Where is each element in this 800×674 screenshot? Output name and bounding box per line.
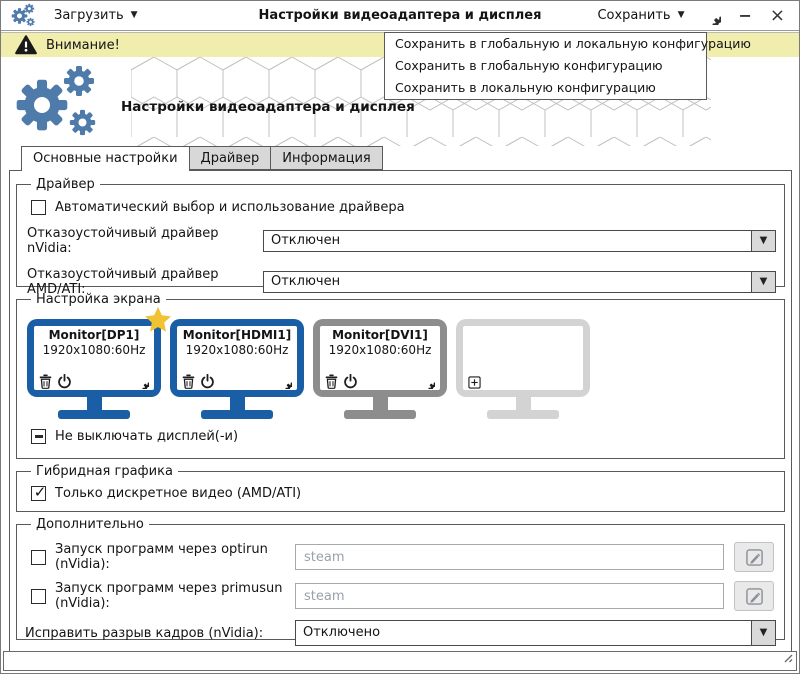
power-monitor-icon[interactable] bbox=[200, 374, 215, 389]
monitor-settings-icon[interactable] bbox=[421, 375, 435, 389]
monitor-card-dp1[interactable]: Monitor[DP1] 1920x1080:60Hz bbox=[27, 319, 161, 419]
monitor-name: Monitor[DP1] bbox=[48, 328, 140, 342]
add-monitor-icon[interactable] bbox=[468, 376, 481, 389]
tearing-label: Исправить разрыв кадров (nVidia): bbox=[25, 625, 264, 641]
auto-driver-label: Автоматический выбор и использование дра… bbox=[55, 200, 405, 215]
minimize-button[interactable]: − bbox=[738, 5, 752, 25]
optirun-label: Запуск программ через optirun (nVidia): bbox=[55, 542, 268, 572]
menu-item-save-local[interactable]: Сохранить в локальную конфигурацию bbox=[395, 80, 656, 95]
primusun-label: Запуск программ через primusun (nVidia): bbox=[55, 581, 283, 611]
menu-item-save-global[interactable]: Сохранить в глобальную конфигурацию bbox=[395, 58, 663, 73]
monitor-mode: 1920x1080:60Hz bbox=[328, 343, 432, 357]
hybrid-group-title: Гибридная графика bbox=[36, 464, 173, 479]
power-monitor-icon[interactable] bbox=[57, 374, 72, 389]
load-button[interactable]: Загрузить ▼ bbox=[54, 8, 138, 23]
save-button-label: Сохранить bbox=[597, 8, 671, 23]
keep-displays-on-checkbox[interactable] bbox=[31, 429, 46, 444]
auto-driver-checkbox[interactable] bbox=[31, 200, 46, 215]
monitor-name: Monitor[DVI1] bbox=[332, 328, 428, 342]
resize-grip[interactable] bbox=[781, 651, 793, 667]
monitor-card-hdmi1[interactable]: Monitor[HDMI1] 1920x1080:60Hz bbox=[170, 319, 304, 419]
delete-monitor-icon[interactable] bbox=[39, 374, 52, 389]
delete-monitor-icon[interactable] bbox=[325, 374, 338, 389]
chevron-down-icon: ▼ bbox=[130, 10, 138, 20]
app-gears-icon bbox=[11, 3, 38, 28]
title-bar: Загрузить ▼ Настройки видеоадаптера и ди… bbox=[1, 1, 799, 31]
tearing-value: Отключено bbox=[303, 625, 381, 640]
monitor-frame: Monitor[HDMI1] 1920x1080:60Hz bbox=[170, 319, 304, 397]
chevron-down-icon: ▼ bbox=[677, 10, 685, 20]
settings-gear-icon[interactable] bbox=[703, 7, 721, 25]
screen-group: Настройка экрана Monitor[DP1] 1920x1080:… bbox=[16, 292, 785, 459]
header-gears-icon bbox=[13, 65, 109, 143]
optirun-command-input[interactable] bbox=[295, 544, 724, 570]
discrete-only-checkbox[interactable] bbox=[31, 486, 46, 501]
tearing-select[interactable]: Отключено ▼ bbox=[295, 620, 776, 646]
tab-main-settings[interactable]: Основные настройки bbox=[21, 146, 190, 171]
nvidia-failsafe-value: Отключен bbox=[271, 233, 341, 248]
dropdown-arrow-button[interactable]: ▼ bbox=[751, 231, 775, 251]
monitor-name: Monitor[HDMI1] bbox=[182, 328, 292, 342]
optirun-edit-button[interactable] bbox=[734, 542, 774, 572]
additional-group: Дополнительно Запуск программ через opti… bbox=[16, 517, 785, 646]
primusun-edit-button[interactable] bbox=[734, 581, 774, 611]
chevron-down-icon: ▼ bbox=[759, 276, 768, 287]
chevron-down-icon: ▼ bbox=[759, 235, 768, 246]
chevron-down-icon: ▼ bbox=[759, 627, 768, 638]
discrete-only-label: Только дискретное видео (AMD/ATI) bbox=[55, 486, 302, 501]
status-bar bbox=[3, 651, 797, 671]
hybrid-graphics-group: Гибридная графика Только дискретное виде… bbox=[16, 464, 785, 512]
nvidia-failsafe-select[interactable]: Отключен ▼ bbox=[263, 230, 776, 252]
monitor-card-dvi1[interactable]: Monitor[DVI1] 1920x1080:60Hz bbox=[313, 319, 447, 419]
monitor-list: Monitor[DP1] 1920x1080:60Hz bbox=[27, 319, 776, 419]
driver-group: Драйвер Автоматический выбор и использов… bbox=[16, 177, 785, 297]
keep-displays-on-label: Не выключать дисплей(-и) bbox=[55, 429, 239, 444]
delete-monitor-icon[interactable] bbox=[182, 374, 195, 389]
tab-page-main-settings: Драйвер Автоматический выбор и использов… bbox=[9, 170, 792, 654]
screen-group-title: Настройка экрана bbox=[36, 292, 161, 307]
dropdown-arrow-button[interactable]: ▼ bbox=[751, 272, 775, 292]
save-dropdown-menu: Сохранить в глобальную и локальную конфи… bbox=[384, 32, 751, 100]
optirun-checkbox[interactable] bbox=[31, 549, 46, 565]
warning-text: Внимание! bbox=[46, 37, 120, 53]
monitor-settings-icon[interactable] bbox=[278, 375, 292, 389]
primary-star-icon bbox=[143, 305, 173, 339]
monitor-frame bbox=[456, 319, 590, 397]
monitor-settings-icon[interactable] bbox=[135, 375, 149, 389]
nvidia-failsafe-label: Отказоустойчивый драйвер nVidia: bbox=[27, 226, 219, 256]
tab-information[interactable]: Информация bbox=[271, 146, 383, 170]
tab-bar: Основные настройки Драйвер Информация bbox=[21, 146, 383, 171]
tab-driver[interactable]: Драйвер bbox=[189, 146, 272, 170]
amd-failsafe-select[interactable]: Отключен ▼ bbox=[263, 271, 776, 293]
monitor-frame: Monitor[DVI1] 1920x1080:60Hz bbox=[313, 319, 447, 397]
primusun-command-input[interactable] bbox=[295, 583, 724, 609]
header-title: Настройки видеоадаптера и дисплея bbox=[121, 99, 415, 115]
save-button[interactable]: Сохранить ▼ bbox=[597, 8, 684, 23]
monitor-frame: Monitor[DP1] 1920x1080:60Hz bbox=[27, 319, 161, 397]
warning-triangle-icon bbox=[15, 35, 37, 55]
amd-failsafe-value: Отключен bbox=[271, 274, 341, 289]
driver-group-title: Драйвер bbox=[36, 177, 95, 192]
dropdown-arrow-button[interactable]: ▼ bbox=[751, 621, 775, 645]
menu-item-save-global-local[interactable]: Сохранить в глобальную и локальную конфи… bbox=[395, 36, 751, 51]
monitor-mode: 1920x1080:60Hz bbox=[42, 343, 146, 357]
primusun-checkbox[interactable] bbox=[31, 588, 46, 604]
monitor-mode: 1920x1080:60Hz bbox=[185, 343, 289, 357]
close-button[interactable]: × bbox=[769, 4, 785, 26]
additional-group-title: Дополнительно bbox=[36, 517, 144, 532]
load-button-label: Загрузить bbox=[54, 8, 124, 23]
amd-failsafe-label: Отказоустойчивый драйвер AMD/ATI: bbox=[27, 267, 219, 297]
power-monitor-icon[interactable] bbox=[343, 374, 358, 389]
monitor-card-empty[interactable] bbox=[456, 319, 590, 419]
